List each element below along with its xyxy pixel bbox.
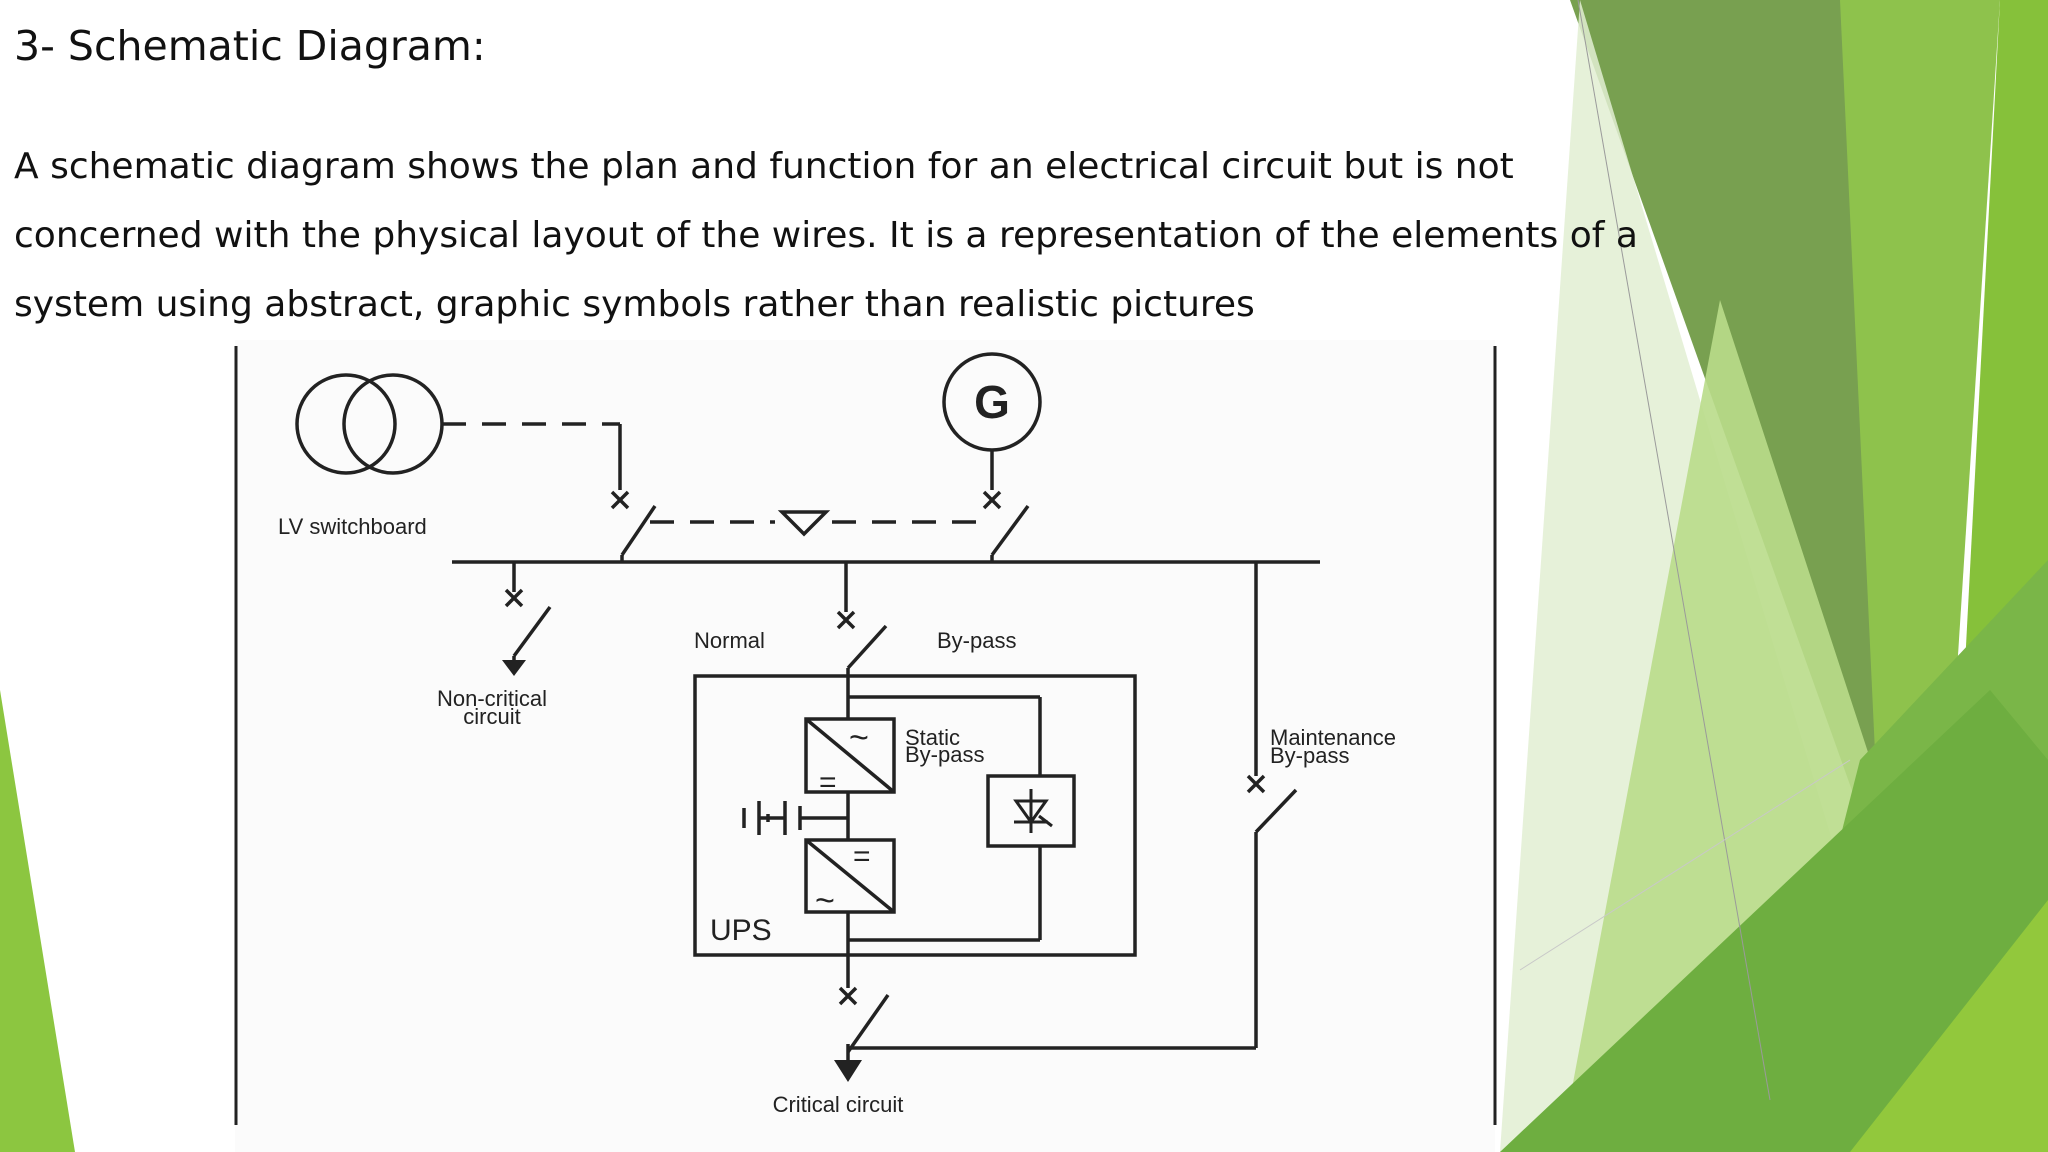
thyristor-triangle bbox=[1013, 799, 1049, 825]
transformer-switch-blade bbox=[620, 505, 657, 556]
inverter-dc-glyph: = bbox=[853, 840, 871, 873]
maintenance-breaker-mark bbox=[1246, 774, 1266, 794]
transformer-breaker-mark bbox=[610, 490, 630, 510]
static-switch-box bbox=[986, 774, 1076, 848]
rectifier-ac-glyph: ~ bbox=[849, 719, 869, 757]
thyristor-gate bbox=[1038, 814, 1053, 828]
inverter-diagonal bbox=[804, 838, 896, 914]
noncritical-switch-blade bbox=[512, 605, 552, 658]
critical-breaker-mark bbox=[838, 986, 858, 1006]
normal-label: Normal bbox=[694, 628, 765, 653]
slide-paragraph: A schematic diagram shows the plan and f… bbox=[14, 146, 1638, 325]
transformer-coil-left bbox=[295, 373, 397, 475]
bg-shape-left-green bbox=[0, 690, 75, 1152]
slide-title: 3- Schematic Diagram: bbox=[14, 22, 486, 70]
maintenance-bypass-label-line2: By-pass bbox=[1270, 743, 1349, 768]
bg-shape-bottom-bright bbox=[1850, 900, 2048, 1152]
thyristor-symbol bbox=[1013, 789, 1053, 833]
lv-switchboard-label: LV switchboard bbox=[278, 514, 427, 539]
maintenance-bypass-label-line1: Maintenance bbox=[1270, 725, 1396, 750]
bg-thin-line-1 bbox=[1577, 0, 1771, 1101]
rectifier-box bbox=[804, 717, 896, 794]
interlock-triangle bbox=[777, 510, 831, 537]
critical-arrow bbox=[834, 1060, 862, 1082]
generator-breaker-mark bbox=[982, 490, 1002, 510]
inverter-box bbox=[804, 838, 896, 914]
critical-switch-blade bbox=[846, 993, 890, 1054]
diagram-panel bbox=[235, 340, 1495, 1152]
static-bypass-label-line2: By-pass bbox=[905, 742, 984, 767]
bg-shape-top-mid bbox=[1840, 0, 2000, 860]
normal-breaker-mark bbox=[836, 610, 856, 630]
generator-switch-blade bbox=[990, 504, 1030, 557]
ups-enclosure bbox=[693, 674, 1137, 957]
noncritical-label-line2: circuit bbox=[463, 704, 520, 729]
static-bypass-label-line1: Static bbox=[905, 725, 960, 750]
noncritical-breaker-mark bbox=[504, 588, 524, 608]
noncritical-arrow bbox=[502, 660, 526, 676]
normal-switch-blade bbox=[846, 624, 888, 670]
bypass-label: By-pass bbox=[937, 628, 1016, 653]
generator-letter: G bbox=[974, 376, 1010, 428]
rectifier-dc-glyph: = bbox=[819, 766, 837, 799]
battery-symbol bbox=[742, 801, 802, 835]
bg-shape-bottom-dark bbox=[1500, 690, 2048, 1152]
maintenance-switch-blade bbox=[1254, 788, 1298, 834]
critical-circuit-label: Critical circuit bbox=[773, 1092, 904, 1117]
inverter-ac-glyph: ~ bbox=[815, 882, 835, 920]
noncritical-label-line1: Non-critical bbox=[437, 686, 547, 711]
rectifier-diagonal bbox=[804, 717, 896, 794]
ups-label: UPS bbox=[710, 914, 772, 947]
bg-thin-line-2 bbox=[1519, 759, 1851, 971]
